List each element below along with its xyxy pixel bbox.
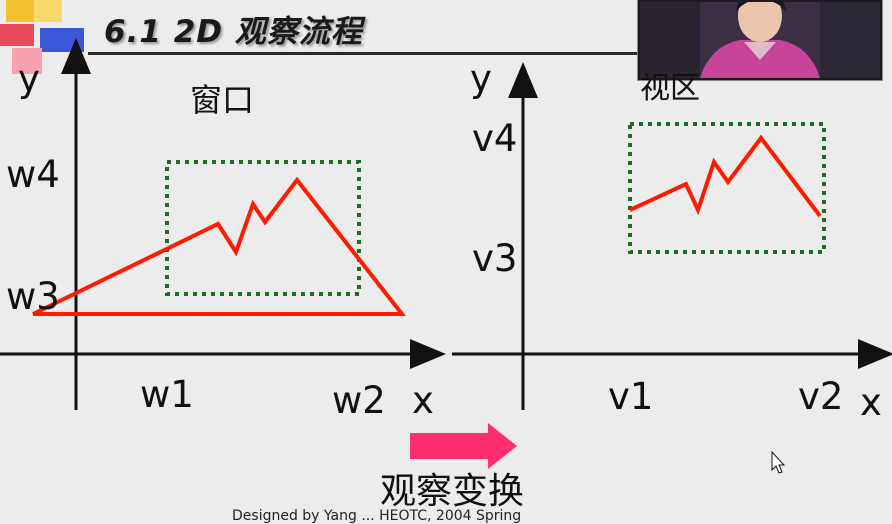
window-x-label: x — [412, 379, 434, 422]
mouse-cursor-icon — [771, 450, 786, 474]
window-caption: 窗口 — [190, 81, 255, 119]
footer-credit: Designed by Yang ... HEOTC, 2004 Spring — [232, 508, 522, 524]
viewport-v1-label: v1 — [608, 375, 654, 418]
window-w1-label: w1 — [140, 373, 194, 416]
world-polyline — [32, 176, 407, 316]
viewport-v3-label: v3 — [472, 237, 518, 280]
window-w2-label: w2 — [332, 379, 386, 422]
window-w4-label: w4 — [6, 153, 60, 196]
title-divider — [88, 52, 648, 55]
window-y-label: y — [18, 57, 40, 100]
window-frame — [165, 160, 361, 296]
viewport-polyline — [629, 134, 822, 218]
transform-caption: 观察变换 — [380, 471, 525, 512]
presenter-video — [638, 0, 882, 80]
viewport-v2-label: v2 — [798, 375, 844, 418]
slide-title: 6.1 2D 观察流程 — [104, 14, 363, 50]
presenter-figure — [640, 2, 880, 78]
viewport-y-label: y — [470, 57, 492, 100]
logo-squares — [0, 0, 90, 80]
viewport-x-label: x — [860, 381, 882, 424]
viewport-v4-label: v4 — [472, 117, 518, 160]
viewport-frame — [628, 122, 826, 254]
transform-arrow — [410, 423, 517, 469]
window-w3-label: w3 — [6, 275, 60, 318]
viewport-caption: 视区 — [640, 71, 700, 106]
